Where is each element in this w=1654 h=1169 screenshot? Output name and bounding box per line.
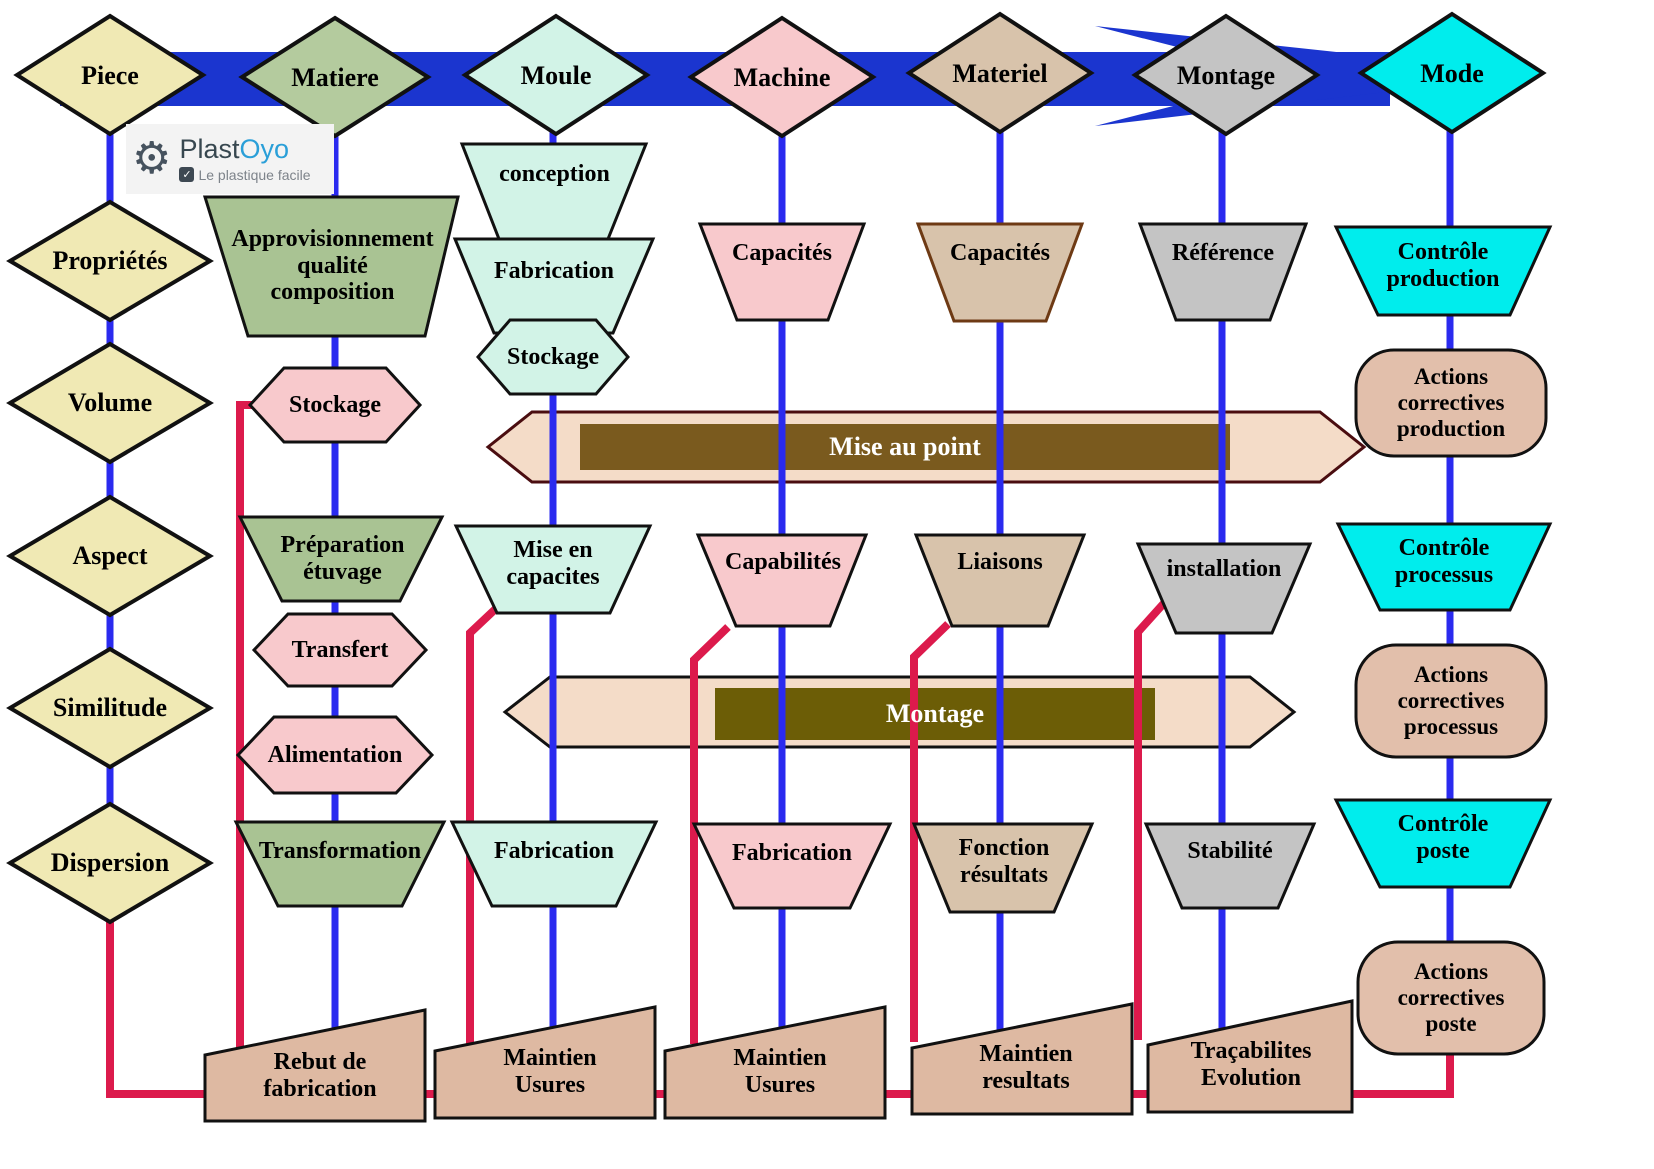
node-fabrication-moule2: [449, 820, 659, 908]
node-montage: [1131, 13, 1321, 137]
node-maintien-resultats: [910, 1002, 1134, 1116]
node-maintien-usures-machine: [663, 1005, 887, 1120]
node-reference: [1137, 222, 1309, 322]
node-fabrication-moule: [452, 237, 656, 335]
node-stabilite: [1143, 822, 1317, 910]
brand-primary: Plast: [179, 134, 240, 165]
node-preparation-etuvage: [237, 515, 445, 603]
node-controle-processus: [1335, 522, 1553, 612]
node-transfert: [251, 612, 429, 688]
node-rebut-fabrication: [203, 1008, 427, 1123]
node-capacites-materiel: [915, 222, 1085, 323]
node-moule: [461, 13, 651, 137]
node-actions-correctives-poste: [1356, 940, 1546, 1056]
node-approvisionnement: [202, 195, 460, 338]
node-controle-production: [1333, 225, 1553, 317]
node-alimentation: [235, 715, 435, 795]
node-mode: [1357, 11, 1547, 135]
node-transformation: [233, 820, 447, 908]
node-fabrication-machine: [691, 822, 893, 910]
node-similitude: [6, 646, 214, 770]
banner-montage-inner: [715, 688, 1155, 740]
node-capacites-machine: [697, 222, 867, 322]
node-controle-poste: [1333, 798, 1553, 889]
node-proprietes: [6, 199, 214, 323]
gear-icon: ⚙: [132, 134, 172, 183]
node-conception: [459, 142, 649, 241]
check-icon: ✓: [179, 167, 195, 183]
red-line-stockage: [236, 401, 256, 1062]
node-piece: [13, 13, 207, 137]
banner-mise-au-point-inner: [580, 424, 1230, 470]
node-stockage-matiere: [247, 366, 423, 444]
node-stockage-moule: [476, 318, 630, 396]
node-tracabilites-evolution: [1146, 999, 1354, 1114]
brand-name: PlastOyo: [179, 134, 310, 165]
red-line-capabilites: [690, 624, 731, 1044]
node-installation: [1135, 542, 1313, 635]
node-fonction-resultats: [911, 822, 1095, 914]
brand-accent: Oyo: [239, 134, 290, 165]
plastoyo-logo: ⚙ PlastOyo ✓ Le plastique facile: [126, 124, 334, 194]
node-matiere: [238, 15, 432, 139]
brand-tagline: Le plastique facile: [198, 166, 311, 183]
red-line-liaisons: [910, 621, 951, 1042]
red-line-mise-en-capacites: [466, 597, 508, 1044]
red-line-installation: [1134, 599, 1168, 1040]
node-actions-correctives-production: [1354, 348, 1548, 458]
node-mise-en-capacites: [453, 524, 653, 615]
node-volume: [6, 341, 214, 465]
node-maintien-usures-moule: [433, 1005, 657, 1120]
node-capabilites: [695, 533, 869, 628]
node-aspect: [6, 494, 214, 618]
node-actions-correctives-processus: [1354, 643, 1548, 759]
node-machine: [687, 15, 877, 139]
node-materiel: [905, 11, 1095, 135]
node-dispersion: [6, 801, 214, 925]
node-liaisons: [913, 533, 1087, 628]
